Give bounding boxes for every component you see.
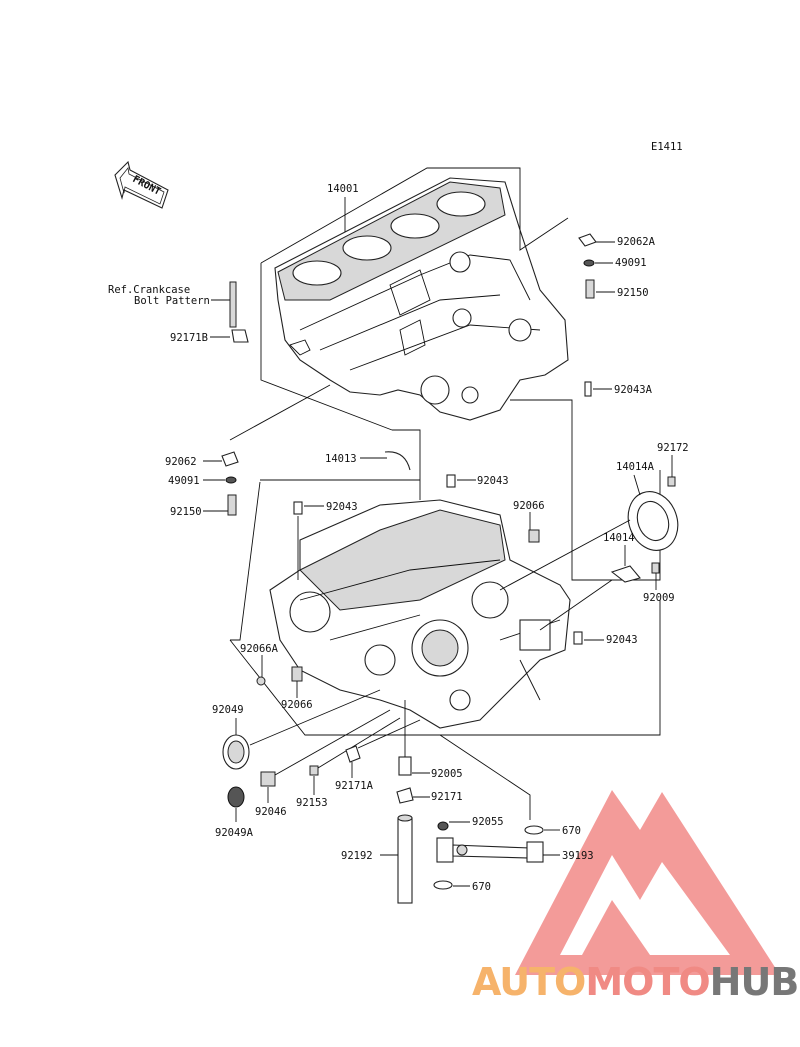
cover-14014A bbox=[627, 491, 679, 551]
pipe-39193 bbox=[436, 837, 544, 863]
plug-92066-top bbox=[528, 529, 540, 543]
fitting-92005 bbox=[398, 756, 412, 776]
bolt-92172 bbox=[667, 476, 676, 487]
plug-92066 bbox=[291, 666, 303, 682]
label-92043A: 92043A bbox=[614, 384, 653, 396]
label-92171: 92171 bbox=[431, 791, 463, 803]
label-14014A: 14014A bbox=[616, 461, 655, 473]
label-14001: 14001 bbox=[327, 183, 359, 195]
collar-92046 bbox=[260, 771, 276, 787]
label-92172: 92172 bbox=[657, 442, 689, 454]
label-39193: 39193 bbox=[562, 850, 594, 862]
label-92055: 92055 bbox=[472, 816, 504, 828]
label-670-bottom: 670 bbox=[472, 881, 491, 893]
watermark-part2: MOTO bbox=[585, 960, 709, 1004]
ref-note-line1: Ref.Crankcase bbox=[108, 284, 190, 296]
bearing-14013 bbox=[384, 451, 411, 471]
bolt-92153 bbox=[309, 765, 319, 776]
lower-crankcase bbox=[269, 499, 571, 729]
label-92192: 92192 bbox=[341, 850, 373, 862]
label-92043-a: 92043 bbox=[477, 475, 509, 487]
watermark-part1: AUTO bbox=[472, 960, 585, 1004]
dowel-92043-a bbox=[446, 474, 456, 488]
watermark-text: AUTOMOTOHUB bbox=[472, 960, 798, 1004]
label-92066-top: 92066 bbox=[513, 500, 545, 512]
label-92043-b: 92043 bbox=[326, 501, 358, 513]
label-92062: 92062 bbox=[165, 456, 197, 468]
upper-crankcase-14001 bbox=[274, 177, 569, 421]
label-92062A: 92062A bbox=[617, 236, 656, 248]
o-ring-670-top bbox=[524, 825, 544, 835]
label-92049: 92049 bbox=[212, 704, 244, 716]
ref-note-line2: Bolt Pattern bbox=[134, 295, 210, 307]
front-arrow-icon bbox=[114, 160, 169, 209]
diagram-code: E1411 bbox=[651, 141, 683, 153]
watermark-logo-icon bbox=[515, 790, 780, 975]
label-14014: 14014 bbox=[603, 532, 635, 544]
dowel-92043A bbox=[584, 381, 592, 397]
bolt-92009 bbox=[651, 562, 660, 574]
label-92049A: 92049A bbox=[215, 827, 254, 839]
label-49091-top: 49091 bbox=[615, 257, 647, 269]
ring-92055 bbox=[437, 821, 449, 831]
label-92046: 92046 bbox=[255, 806, 287, 818]
bolt-92171B bbox=[229, 281, 249, 343]
seal-92049A bbox=[227, 786, 245, 808]
label-92171A: 92171A bbox=[335, 780, 374, 792]
fitting-92062A bbox=[578, 233, 597, 247]
dowel-92043-c bbox=[573, 631, 583, 645]
pipe-92192 bbox=[397, 817, 413, 904]
clamp-92171A bbox=[345, 745, 361, 763]
fitting-92062 bbox=[221, 451, 239, 467]
label-92153: 92153 bbox=[296, 797, 328, 809]
washer-49091-lower bbox=[225, 476, 237, 484]
label-92171B: 92171B bbox=[170, 332, 208, 344]
bolt-92150-upper bbox=[585, 279, 595, 299]
dowel-92043-b bbox=[293, 501, 303, 515]
label-49091: 49091 bbox=[168, 475, 200, 487]
bolt-92150-lower bbox=[227, 494, 237, 516]
plate-14014 bbox=[610, 565, 641, 583]
clamp-92171 bbox=[396, 787, 414, 804]
label-92150-top: 92150 bbox=[617, 287, 649, 299]
plug-92066A bbox=[256, 676, 266, 686]
label-92005: 92005 bbox=[431, 768, 463, 780]
o-ring-670-bottom bbox=[433, 880, 453, 890]
washer-49091-upper bbox=[583, 259, 595, 267]
label-92150: 92150 bbox=[170, 506, 202, 518]
watermark-part3: HUB bbox=[710, 960, 799, 1004]
label-670-top: 670 bbox=[562, 825, 581, 837]
label-14013: 14013 bbox=[325, 453, 357, 465]
label-92009: 92009 bbox=[643, 592, 675, 604]
label-92066A: 92066A bbox=[240, 643, 279, 655]
label-92066: 92066 bbox=[281, 699, 313, 711]
label-92043-c: 92043 bbox=[606, 634, 638, 646]
